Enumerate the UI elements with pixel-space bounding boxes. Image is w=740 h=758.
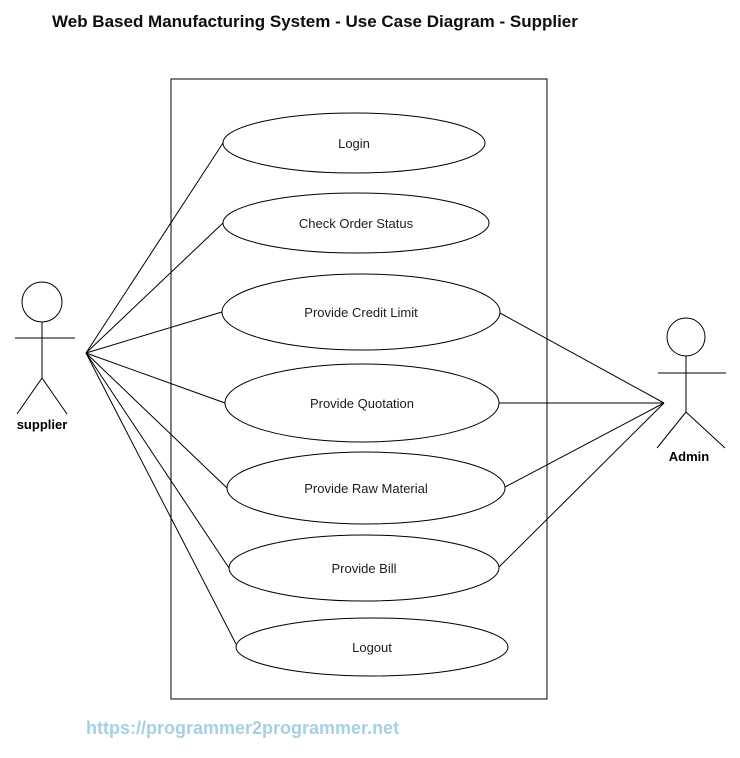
usecase-provide-credit-limit-ellipse bbox=[221, 273, 501, 351]
actor-admin: Admin bbox=[656, 317, 726, 464]
page-title: Web Based Manufacturing System - Use Cas… bbox=[52, 12, 578, 31]
admin-left-leg bbox=[656, 411, 687, 449]
usecase-login: Login bbox=[222, 112, 486, 174]
usecase-provide-raw-material-ellipse bbox=[226, 451, 506, 525]
usecase-login-ellipse bbox=[222, 112, 486, 174]
assoc-admin-provide-credit-limit bbox=[499, 312, 665, 404]
usecase-provide-quotation-ellipse bbox=[224, 363, 500, 443]
assoc-supplier-provide-credit-limit bbox=[85, 311, 223, 354]
usecase-logout-ellipse bbox=[235, 617, 509, 677]
usecase-logout-label: Logout bbox=[352, 640, 392, 655]
watermark-url: https://programmer2programmer.net bbox=[86, 718, 400, 738]
usecase-check-order-status: Check Order Status bbox=[222, 192, 490, 254]
admin-label: Admin bbox=[669, 449, 710, 464]
usecase-check-order-status-ellipse bbox=[222, 192, 490, 254]
assoc-supplier-check-order-status bbox=[85, 222, 224, 354]
supplier-associations bbox=[85, 142, 237, 645]
admin-right-leg bbox=[685, 411, 726, 449]
system-boundary-box bbox=[170, 78, 548, 700]
supplier-left-leg bbox=[16, 377, 43, 415]
usecase-check-order-status-label: Check Order Status bbox=[299, 216, 414, 231]
supplier-right-leg bbox=[41, 377, 68, 415]
assoc-admin-provide-bill bbox=[498, 402, 665, 568]
usecase-logout: Logout bbox=[235, 617, 509, 677]
assoc-admin-provide-raw-material bbox=[504, 402, 665, 488]
actor-supplier: supplier bbox=[15, 281, 75, 432]
usecase-provide-quotation: Provide Quotation bbox=[224, 363, 500, 443]
assoc-supplier-provide-bill bbox=[85, 352, 230, 569]
assoc-supplier-provide-raw-material bbox=[85, 352, 228, 489]
supplier-label: supplier bbox=[17, 417, 68, 432]
assoc-supplier-logout bbox=[85, 352, 237, 645]
usecase-provide-bill: Provide Bill bbox=[228, 534, 500, 602]
usecase-provide-bill-label: Provide Bill bbox=[331, 561, 396, 576]
usecase-provide-bill-ellipse bbox=[228, 534, 500, 602]
assoc-supplier-provide-quotation bbox=[85, 352, 226, 404]
usecase-provide-quotation-label: Provide Quotation bbox=[310, 396, 414, 411]
usecase-provide-credit-limit: Provide Credit Limit bbox=[221, 273, 501, 351]
usecase-provide-credit-limit-label: Provide Credit Limit bbox=[304, 305, 418, 320]
admin-head-icon bbox=[666, 317, 706, 357]
usecase-provide-raw-material-label: Provide Raw Material bbox=[304, 481, 428, 496]
admin-associations bbox=[498, 312, 665, 568]
usecase-login-label: Login bbox=[338, 136, 370, 151]
supplier-head-icon bbox=[21, 281, 63, 323]
usecase-provide-raw-material: Provide Raw Material bbox=[226, 451, 506, 525]
assoc-supplier-login bbox=[85, 142, 224, 354]
